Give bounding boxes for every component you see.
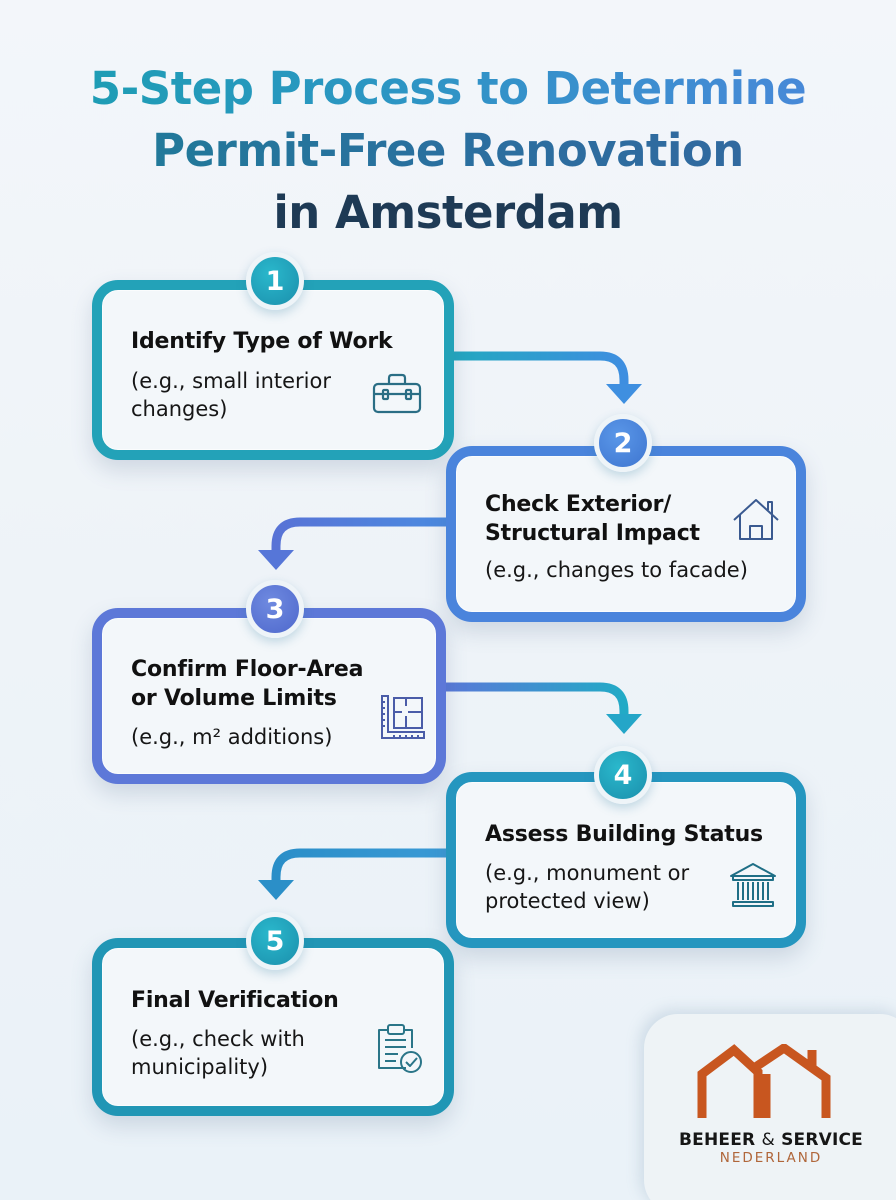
clipboard-check-icon	[378, 1024, 422, 1073]
step-desc-5: (e.g., check with municipality)	[131, 1025, 305, 1081]
house-icon	[733, 499, 779, 540]
step-desc-2: (e.g., changes to facade)	[485, 556, 748, 584]
step-number-badge-2: 2	[594, 414, 652, 472]
step-title-2: Check Exterior/ Structural Impact	[485, 490, 700, 548]
step-number-badge-3: 3	[246, 580, 304, 638]
floor-plan-ruler-icon	[381, 695, 425, 739]
step-desc-2-line-1: (e.g., changes to facade)	[485, 558, 748, 582]
step-desc-4-line-2: protected view)	[485, 889, 650, 913]
logo-company-name: BEHEER & SERVICE	[676, 1130, 866, 1150]
step-desc-5-line-1: (e.g., check with	[131, 1027, 305, 1051]
houses-logo-icon	[697, 1044, 831, 1118]
logo-subtitle: NEDERLAND	[719, 1150, 823, 1166]
title-line-3: in Amsterdam	[273, 186, 623, 239]
logo-word-beheer: BEHEER	[679, 1130, 756, 1150]
step-number-badge-5: 5	[246, 912, 304, 970]
step-number-badge-4: 4	[594, 746, 652, 804]
title-line-1: 5-Step Process to Determine	[0, 58, 896, 120]
step-title-1-line: Identify Type of Work	[131, 329, 393, 354]
connector-1-to-2	[447, 351, 629, 393]
step-title-3-line-2: or Volume Limits	[131, 686, 337, 711]
monument-building-icon	[730, 863, 776, 907]
step-title-5-line-1: Final Verification	[131, 988, 339, 1013]
arrow-head-to-step-3	[258, 550, 294, 570]
arrow-head-to-step-5	[258, 880, 294, 900]
step-title-4-line-1: Assess Building Status	[485, 822, 763, 847]
logo-word-service: SERVICE	[781, 1130, 863, 1150]
step-title-2-line-1: Check Exterior/	[485, 492, 672, 517]
step-desc-1-line-2: changes)	[131, 397, 228, 421]
step-desc-4-line-1: (e.g., monument or	[485, 861, 690, 885]
arrow-head-to-step-2	[606, 384, 642, 404]
step-number-badge-1: 1	[246, 252, 304, 310]
title-line-2: Permit-Free Renovation	[0, 120, 896, 182]
step-title-3: Confirm Floor-Area or Volume Limits	[131, 655, 363, 713]
step-title-5: Final Verification	[131, 986, 339, 1015]
step-title-3-line-1: Confirm Floor-Area	[131, 657, 364, 682]
step-title-2-line-2: Structural Impact	[485, 521, 700, 546]
step-desc-3-line-1: (e.g., m² additions)	[131, 725, 333, 749]
arrow-head-to-step-4	[606, 714, 642, 734]
step-desc-1-line-1: (e.g., small interior	[131, 369, 332, 393]
logo-ampersand: &	[761, 1130, 775, 1150]
step-title-1: Identify Type of Work	[131, 327, 393, 356]
step-desc-5-line-2: municipality)	[131, 1055, 269, 1079]
page-title: 5-Step Process to Determine Permit-Free …	[0, 58, 896, 244]
step-title-4: Assess Building Status	[485, 820, 763, 849]
step-desc-1: (e.g., small interior changes)	[131, 367, 331, 423]
step-desc-4: (e.g., monument or protected view)	[485, 859, 689, 915]
toolbox-icon	[372, 373, 422, 414]
step-desc-3: (e.g., m² additions)	[131, 723, 332, 751]
